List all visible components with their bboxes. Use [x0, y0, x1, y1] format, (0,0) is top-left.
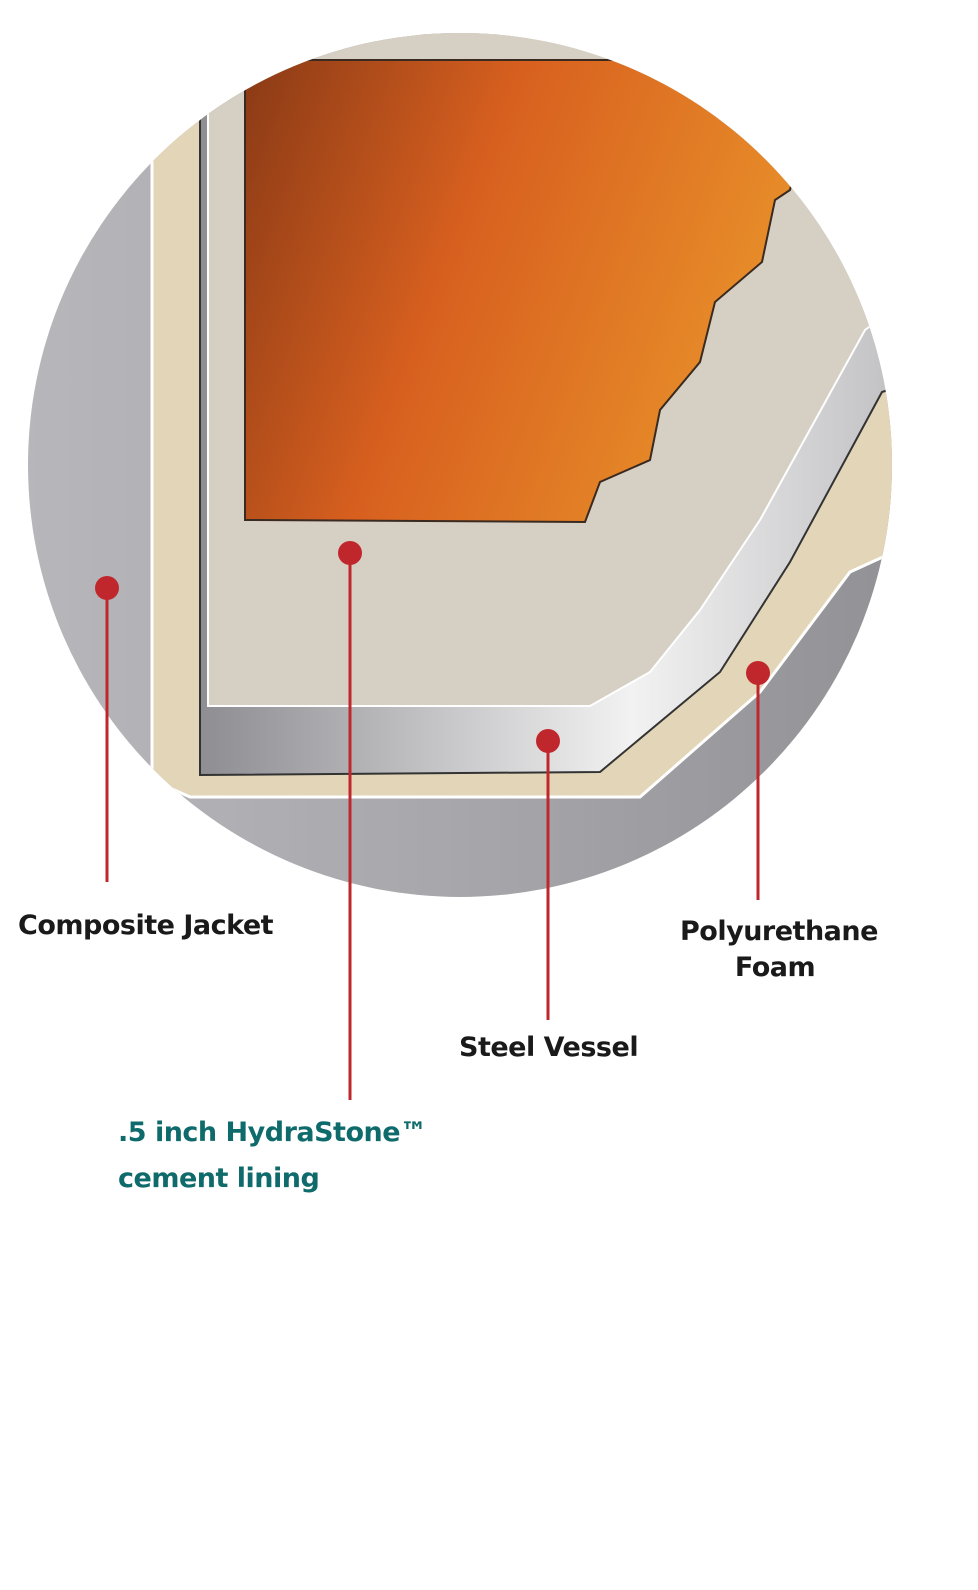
foam-label-line1: Polyurethane	[680, 916, 878, 947]
foam-marker	[746, 661, 770, 685]
cement-lining-marker	[338, 541, 362, 565]
tank-interior	[244, 59, 822, 524]
steel-vessel-label: Steel Vessel	[459, 1032, 639, 1063]
composite-jacket-label: Composite Jacket	[18, 910, 274, 941]
foam-label-line2: Foam	[734, 952, 816, 983]
cement-lining-label-line1: .5 inch HydraStone™	[118, 1117, 427, 1148]
marker-dots	[95, 541, 770, 753]
foam-label: Polyurethane Foam	[680, 914, 878, 986]
cement-lining-label: .5 inch HydraStone™ cement lining	[118, 1110, 427, 1202]
steel-vessel-marker	[536, 729, 560, 753]
composite-jacket-marker	[95, 576, 119, 600]
cement-lining-label-line2: cement lining	[118, 1163, 320, 1194]
leader-lines	[105, 553, 760, 1100]
